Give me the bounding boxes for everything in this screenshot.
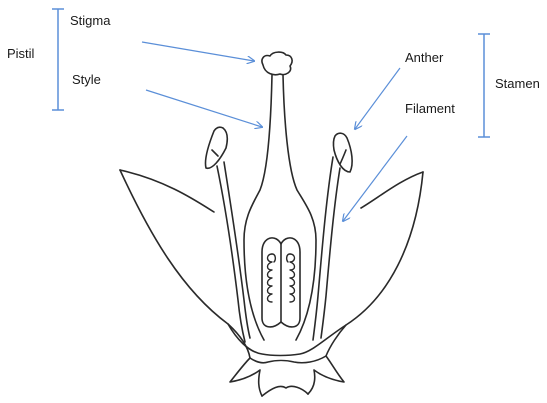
pistil: [244, 52, 316, 340]
left-petal: [120, 170, 250, 358]
left-sepal: [230, 358, 262, 396]
style-label: Style: [72, 72, 101, 87]
stigma-arrow: [142, 42, 254, 61]
filament-label: Filament: [405, 101, 455, 116]
left-stamen: [205, 127, 250, 342]
stigma: [262, 52, 292, 75]
right-stamen: [313, 133, 352, 340]
receptacle: [228, 324, 346, 396]
pistil-bracket: [52, 9, 64, 110]
anther-arrow: [355, 68, 400, 129]
stigma-label: Stigma: [70, 13, 110, 28]
right-anther: [333, 133, 352, 172]
filament-arrow: [343, 136, 407, 221]
center-sepal: [262, 386, 308, 396]
pistil-label: Pistil: [7, 46, 34, 61]
stamen-bracket: [478, 34, 490, 137]
anther-label: Anther: [405, 50, 443, 65]
stamen-label: Stamen: [495, 76, 540, 91]
left-filament: [217, 166, 245, 342]
style-arrow: [146, 90, 262, 127]
